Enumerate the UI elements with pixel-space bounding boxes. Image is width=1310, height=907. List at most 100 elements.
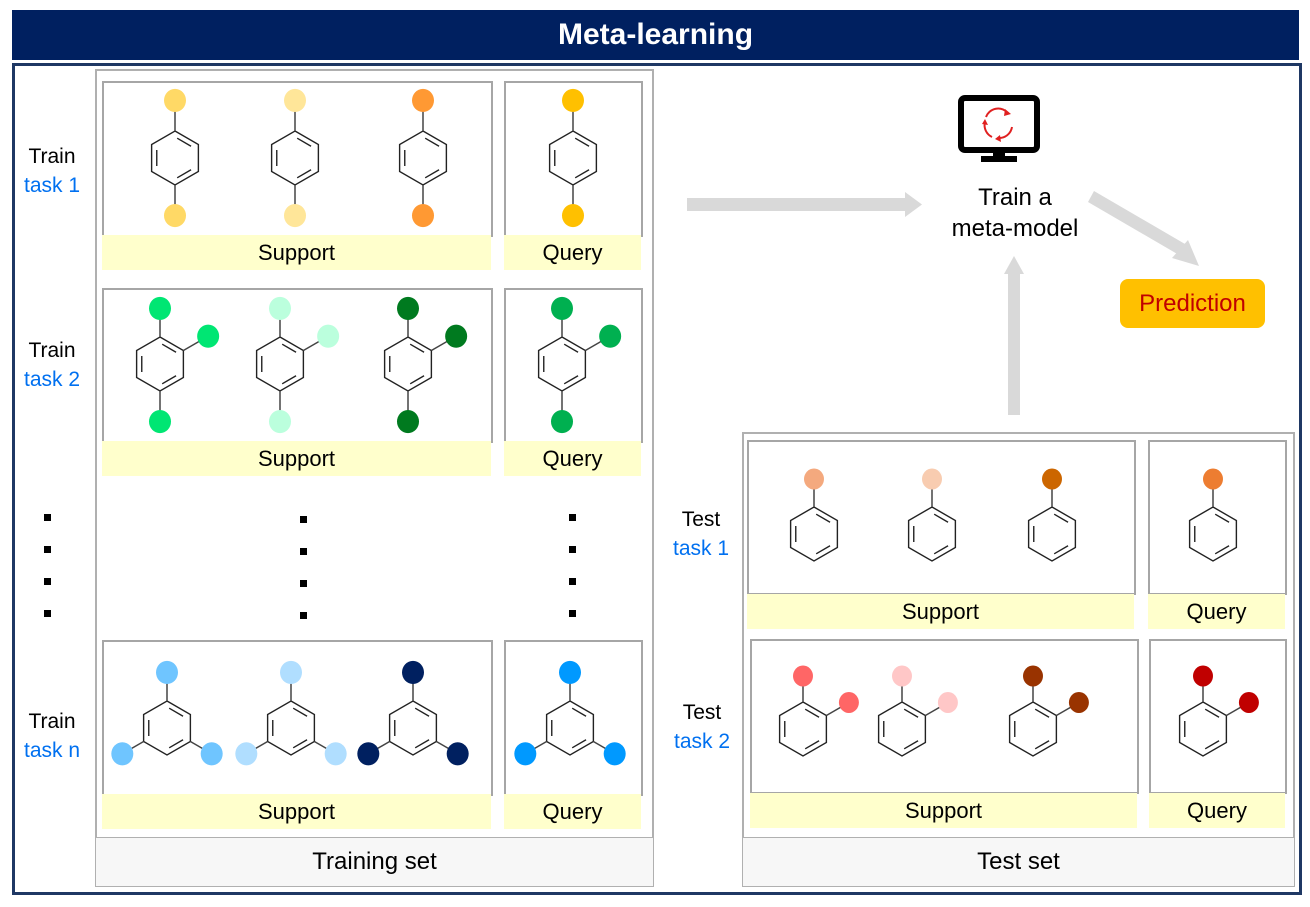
ellipsis-dot	[300, 516, 307, 523]
substituent-atom	[1042, 468, 1062, 490]
task-kind: Train	[28, 710, 76, 733]
substituent-atom	[149, 410, 171, 434]
substituent-atom	[1068, 692, 1089, 713]
substituent-atom	[324, 742, 347, 766]
double-bond	[933, 545, 949, 555]
substituent-atom	[284, 88, 306, 112]
substituent-atom	[793, 665, 813, 687]
benzene-ring	[255, 336, 305, 392]
ellipsis-dot	[44, 514, 51, 521]
double-bond	[1053, 545, 1069, 555]
test-task-1-support-molecule	[907, 468, 957, 562]
substituent-atom	[514, 742, 537, 766]
double-bond	[292, 707, 308, 717]
double-bond	[1204, 740, 1220, 750]
train-task-1-support-molecule	[398, 88, 448, 228]
double-bond	[161, 375, 177, 385]
substituent-atom	[551, 410, 573, 434]
task-kind: Train	[28, 145, 76, 168]
double-bond	[563, 343, 579, 353]
support-label: Support	[257, 445, 336, 471]
task-number: task 1	[23, 174, 81, 197]
substituent-atom	[164, 204, 186, 228]
double-bond	[414, 707, 430, 717]
benzene-ring	[1178, 701, 1228, 757]
double-bond	[571, 739, 587, 749]
benzene-ring	[907, 506, 957, 562]
benzene-ring	[548, 130, 598, 186]
substituent-atom	[1193, 665, 1213, 687]
prediction-badge: Prediction	[1120, 279, 1265, 328]
substituent-atom	[412, 204, 434, 228]
train-task-1-label: Train task 1	[12, 142, 92, 200]
benzene-ring	[135, 336, 185, 392]
benzene-ring	[388, 700, 438, 756]
train-task-3-query-molecule	[514, 660, 626, 766]
test-set-text: Test set	[977, 848, 1060, 875]
substituent-atom	[603, 742, 626, 766]
main-frame	[12, 63, 1302, 895]
ellipsis-dot	[569, 578, 576, 585]
test-task-1-support-molecule	[789, 468, 839, 562]
double-bond	[1034, 740, 1050, 750]
test-task-2-support-band: Support	[750, 793, 1137, 828]
train-task-2-support-band: Support	[102, 441, 491, 476]
train-task-2-query-band: Query	[504, 441, 641, 476]
ellipsis-dot	[44, 610, 51, 617]
double-bond	[414, 739, 430, 749]
double-bond	[292, 739, 308, 749]
test-task-2-support-molecule	[877, 665, 958, 757]
support-label: Support	[901, 598, 980, 624]
substituent-atom	[562, 204, 584, 228]
double-bond	[281, 343, 297, 353]
double-bond	[1053, 513, 1069, 523]
train-meta-model-line1: Train a	[978, 184, 1052, 211]
double-bond	[804, 740, 820, 750]
train-task-3-support-molecule	[111, 660, 223, 766]
double-bond	[815, 545, 831, 555]
train-task-1-support-molecule	[270, 88, 320, 228]
task-number: task 1	[672, 537, 730, 560]
substituent-atom	[280, 660, 302, 684]
task-number: task 2	[673, 730, 731, 753]
test-task-1-query-band: Query	[1148, 594, 1285, 629]
support-label: Support	[904, 797, 983, 823]
benzene-ring	[778, 701, 828, 757]
double-bond	[571, 707, 587, 717]
substituent-atom	[284, 204, 306, 228]
substituent-atom	[1023, 665, 1043, 687]
double-bond	[903, 740, 919, 750]
test-task-2-query-molecule	[1178, 665, 1259, 757]
substituent-atom	[892, 665, 912, 687]
ellipsis-dot	[300, 548, 307, 555]
task-kind: Test	[682, 701, 722, 724]
substituent-atom	[412, 88, 434, 112]
substituent-atom	[111, 742, 134, 766]
query-label: Query	[542, 798, 603, 824]
benzene-ring	[537, 336, 587, 392]
substituent-atom	[446, 742, 469, 766]
support-label: Support	[257, 798, 336, 824]
substituent-atom	[599, 324, 622, 348]
task-kind: Train	[28, 339, 76, 362]
substituent-atom	[317, 324, 340, 348]
prediction-text: Prediction	[1139, 289, 1246, 317]
ellipsis-dot	[300, 612, 307, 619]
substituent-atom	[200, 742, 223, 766]
query-label: Query	[542, 239, 603, 265]
test-set-label: Test set	[742, 837, 1295, 887]
train-task-1-query-molecule	[548, 88, 598, 228]
double-bond	[168, 707, 184, 717]
substituent-atom	[402, 660, 424, 684]
benzene-ring	[398, 130, 448, 186]
substituent-atom	[1203, 468, 1223, 490]
benzene-ring	[1027, 506, 1077, 562]
substituent-atom	[156, 660, 178, 684]
double-bond	[161, 343, 177, 353]
test-task-2-support-molecule	[778, 665, 859, 757]
ellipsis-dot	[569, 514, 576, 521]
benzene-ring	[1008, 701, 1058, 757]
task-number: task 2	[23, 368, 81, 391]
training-set-label: Training set	[95, 837, 654, 887]
double-bond	[574, 137, 590, 147]
